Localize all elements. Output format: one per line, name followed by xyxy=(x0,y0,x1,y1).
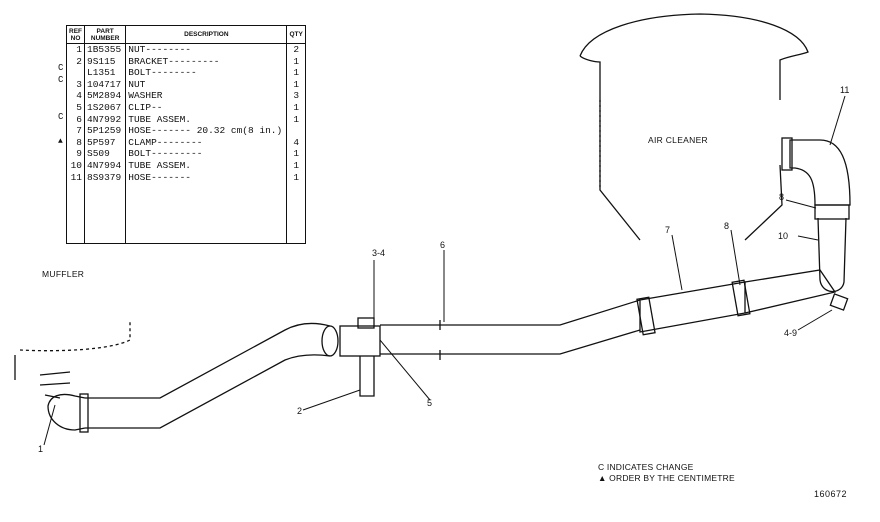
table-cell-part: 104717 xyxy=(83,78,127,91)
header-description: DESCRIPTION xyxy=(125,25,288,44)
table-cell-desc: HOSE------- 20.32 cm(8 in.) xyxy=(125,125,288,137)
muffler-outline xyxy=(19,320,131,352)
table-cell-part: S509 xyxy=(83,148,127,160)
table-cell-empty xyxy=(286,183,306,245)
clip-body xyxy=(339,325,381,357)
table-cell-part: 9S115 xyxy=(83,55,127,68)
table-cell-desc: NUT xyxy=(125,78,288,91)
table-cell-qty: 2 xyxy=(286,43,306,56)
header-part-number: PART NUMBER xyxy=(83,25,127,44)
table-row-spacer xyxy=(66,183,306,245)
table-cell-desc: BOLT--------- xyxy=(125,148,288,160)
table-cell-qty: 4 xyxy=(286,136,306,149)
air-cleaner-outline xyxy=(579,13,809,100)
muffler-label: MUFFLER xyxy=(42,269,84,279)
callout-1: 1 xyxy=(38,444,43,454)
table-cell-desc: BOLT-------- xyxy=(125,67,288,79)
hose-7 xyxy=(639,281,746,333)
table-cell-part: 8S9379 xyxy=(83,171,127,184)
table-cell-part: 5M2894 xyxy=(83,90,127,102)
table-cell-desc: TUBE ASSEM. xyxy=(125,113,288,126)
exhaust-pipe-upper xyxy=(85,322,331,399)
callout-8: 8 xyxy=(779,192,784,202)
callout-5: 5 xyxy=(427,398,432,408)
tube-10 xyxy=(817,217,847,293)
table-cell-desc: HOSE------- xyxy=(125,171,288,184)
legend-notes: C INDICATES CHANGE ▲ ORDER BY THE CENTIM… xyxy=(598,462,735,484)
table-cell-part: 4N7992 xyxy=(83,113,127,126)
table-cell-qty: 1 xyxy=(286,159,306,172)
table-cell-qty xyxy=(286,125,306,137)
table-cell-desc: NUT-------- xyxy=(125,43,288,56)
note-order: ▲ ORDER BY THE CENTIMETRE xyxy=(598,473,735,483)
table-cell-qty: 1 xyxy=(286,171,306,184)
elbow-left xyxy=(47,393,86,431)
table-cell-part: 4N7994 xyxy=(83,159,127,172)
table-cell-desc: CLIP-- xyxy=(125,101,288,114)
air-cleaner-label: AIR CLEANER xyxy=(648,135,708,145)
table-cell-part: 5P597 xyxy=(83,136,127,149)
note-change: C INDICATES CHANGE xyxy=(598,462,694,472)
table-cell-empty xyxy=(83,183,127,245)
table-cell-qty: 1 xyxy=(286,148,306,160)
intake-pipe-upper xyxy=(380,299,641,326)
figure-number: 160672 xyxy=(814,489,848,499)
table-cell-desc: WASHER xyxy=(125,90,288,102)
table-cell-desc: CLAMP-------- xyxy=(125,136,288,149)
callout-2: 2 xyxy=(297,406,302,416)
table-cell-part: 1B5355 xyxy=(83,43,127,56)
table-cell-qty: 1 xyxy=(286,78,306,91)
change-marker: C xyxy=(58,63,64,73)
callout-4-9: 4-9 xyxy=(784,328,797,338)
table-cell-qty: 1 xyxy=(286,113,306,126)
callout-8: 8 xyxy=(724,221,729,231)
order-marker: ▲ xyxy=(58,137,63,146)
table-cell-qty: 1 xyxy=(286,67,306,79)
intake-pipe-lower xyxy=(380,329,641,355)
table-cell-desc: TUBE ASSEM. xyxy=(125,159,288,172)
exhaust-pipe-lower xyxy=(85,354,331,429)
callout-11: 11 xyxy=(840,85,849,95)
table-cell-qty: 3 xyxy=(286,90,306,102)
callout-10: 10 xyxy=(778,231,788,241)
table-cell-qty: 1 xyxy=(286,101,306,114)
header-qty: QTY xyxy=(286,25,306,44)
change-marker: C xyxy=(58,112,64,122)
table-cell-desc: BRACKET--------- xyxy=(125,55,288,68)
table-cell-empty xyxy=(125,183,288,245)
callout-6: 6 xyxy=(440,240,445,250)
hose-11 xyxy=(789,139,851,206)
table-cell-part: 5P1259 xyxy=(83,125,127,137)
change-marker: C xyxy=(58,75,64,85)
table-cell-part: 1S2067 xyxy=(83,101,127,114)
table-header-row: REF NO PART NUMBER DESCRIPTION QTY xyxy=(66,25,306,44)
table-cell-qty: 1 xyxy=(286,55,306,68)
table-cell-part: L1351 xyxy=(83,67,127,79)
callout-7: 7 xyxy=(665,225,670,235)
callout-3-4: 3-4 xyxy=(372,248,385,258)
